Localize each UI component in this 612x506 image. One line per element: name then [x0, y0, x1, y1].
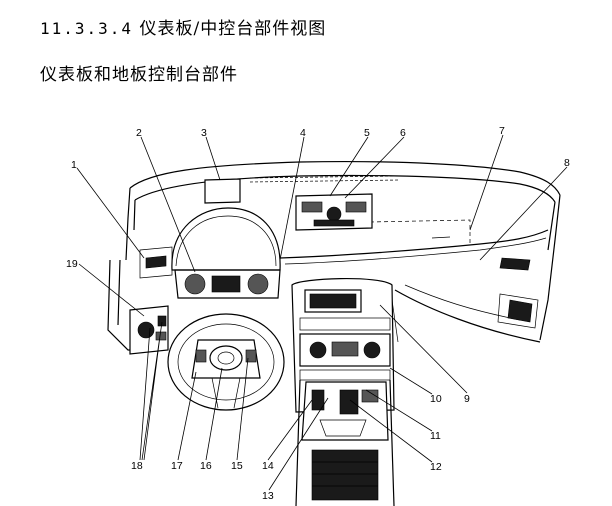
callout-6: 6: [400, 127, 406, 139]
section-number: 11.3.3.4: [40, 19, 134, 38]
callout-13: 13: [262, 490, 274, 502]
section-heading: 11.3.3.4 仪表板/中控台部件视图: [40, 14, 326, 39]
callout-17: 17: [171, 460, 183, 472]
dashboard-diagram: 1 2 3 4 5 6 7 8 9 10 11 12 13 14 15 16 1…: [66, 125, 570, 506]
callout-12: 12: [430, 461, 442, 473]
callout-9: 9: [464, 393, 470, 405]
callout-18: 18: [131, 460, 143, 472]
callout-15: 15: [231, 460, 243, 472]
hud-panel: [204, 178, 241, 204]
callout-labels: 1 2 3 4 5 6 7 8 9 10 11 12 13 14 15 16 1…: [66, 125, 570, 502]
callout-19: 19: [66, 258, 78, 270]
callout-5: 5: [364, 127, 370, 139]
dashboard-body: [107, 160, 561, 351]
left-outboard-vent: [139, 246, 173, 279]
steering-wheel: [167, 313, 285, 411]
center-vents: [295, 193, 373, 231]
left-switch-panel: [129, 305, 169, 355]
floor-console: [295, 379, 395, 506]
callout-14: 14: [262, 460, 274, 472]
callout-16: 16: [200, 460, 212, 472]
callout-7: 7: [499, 125, 505, 137]
callout-4: 4: [300, 127, 306, 139]
callout-8: 8: [564, 157, 570, 169]
section-title: 仪表板/中控台部件视图: [139, 19, 327, 39]
subsection-title: 仪表板和地板控制台部件: [40, 65, 238, 85]
leader-lines: [76, 134, 568, 491]
callout-1: 1: [71, 159, 77, 171]
instrument-cluster: [171, 207, 281, 299]
right-outboard-vent: [497, 257, 539, 329]
callout-3: 3: [201, 127, 207, 139]
callout-11: 11: [430, 430, 441, 442]
callout-2: 2: [136, 127, 142, 139]
center-stack: [291, 277, 395, 413]
callout-10: 10: [430, 393, 442, 405]
